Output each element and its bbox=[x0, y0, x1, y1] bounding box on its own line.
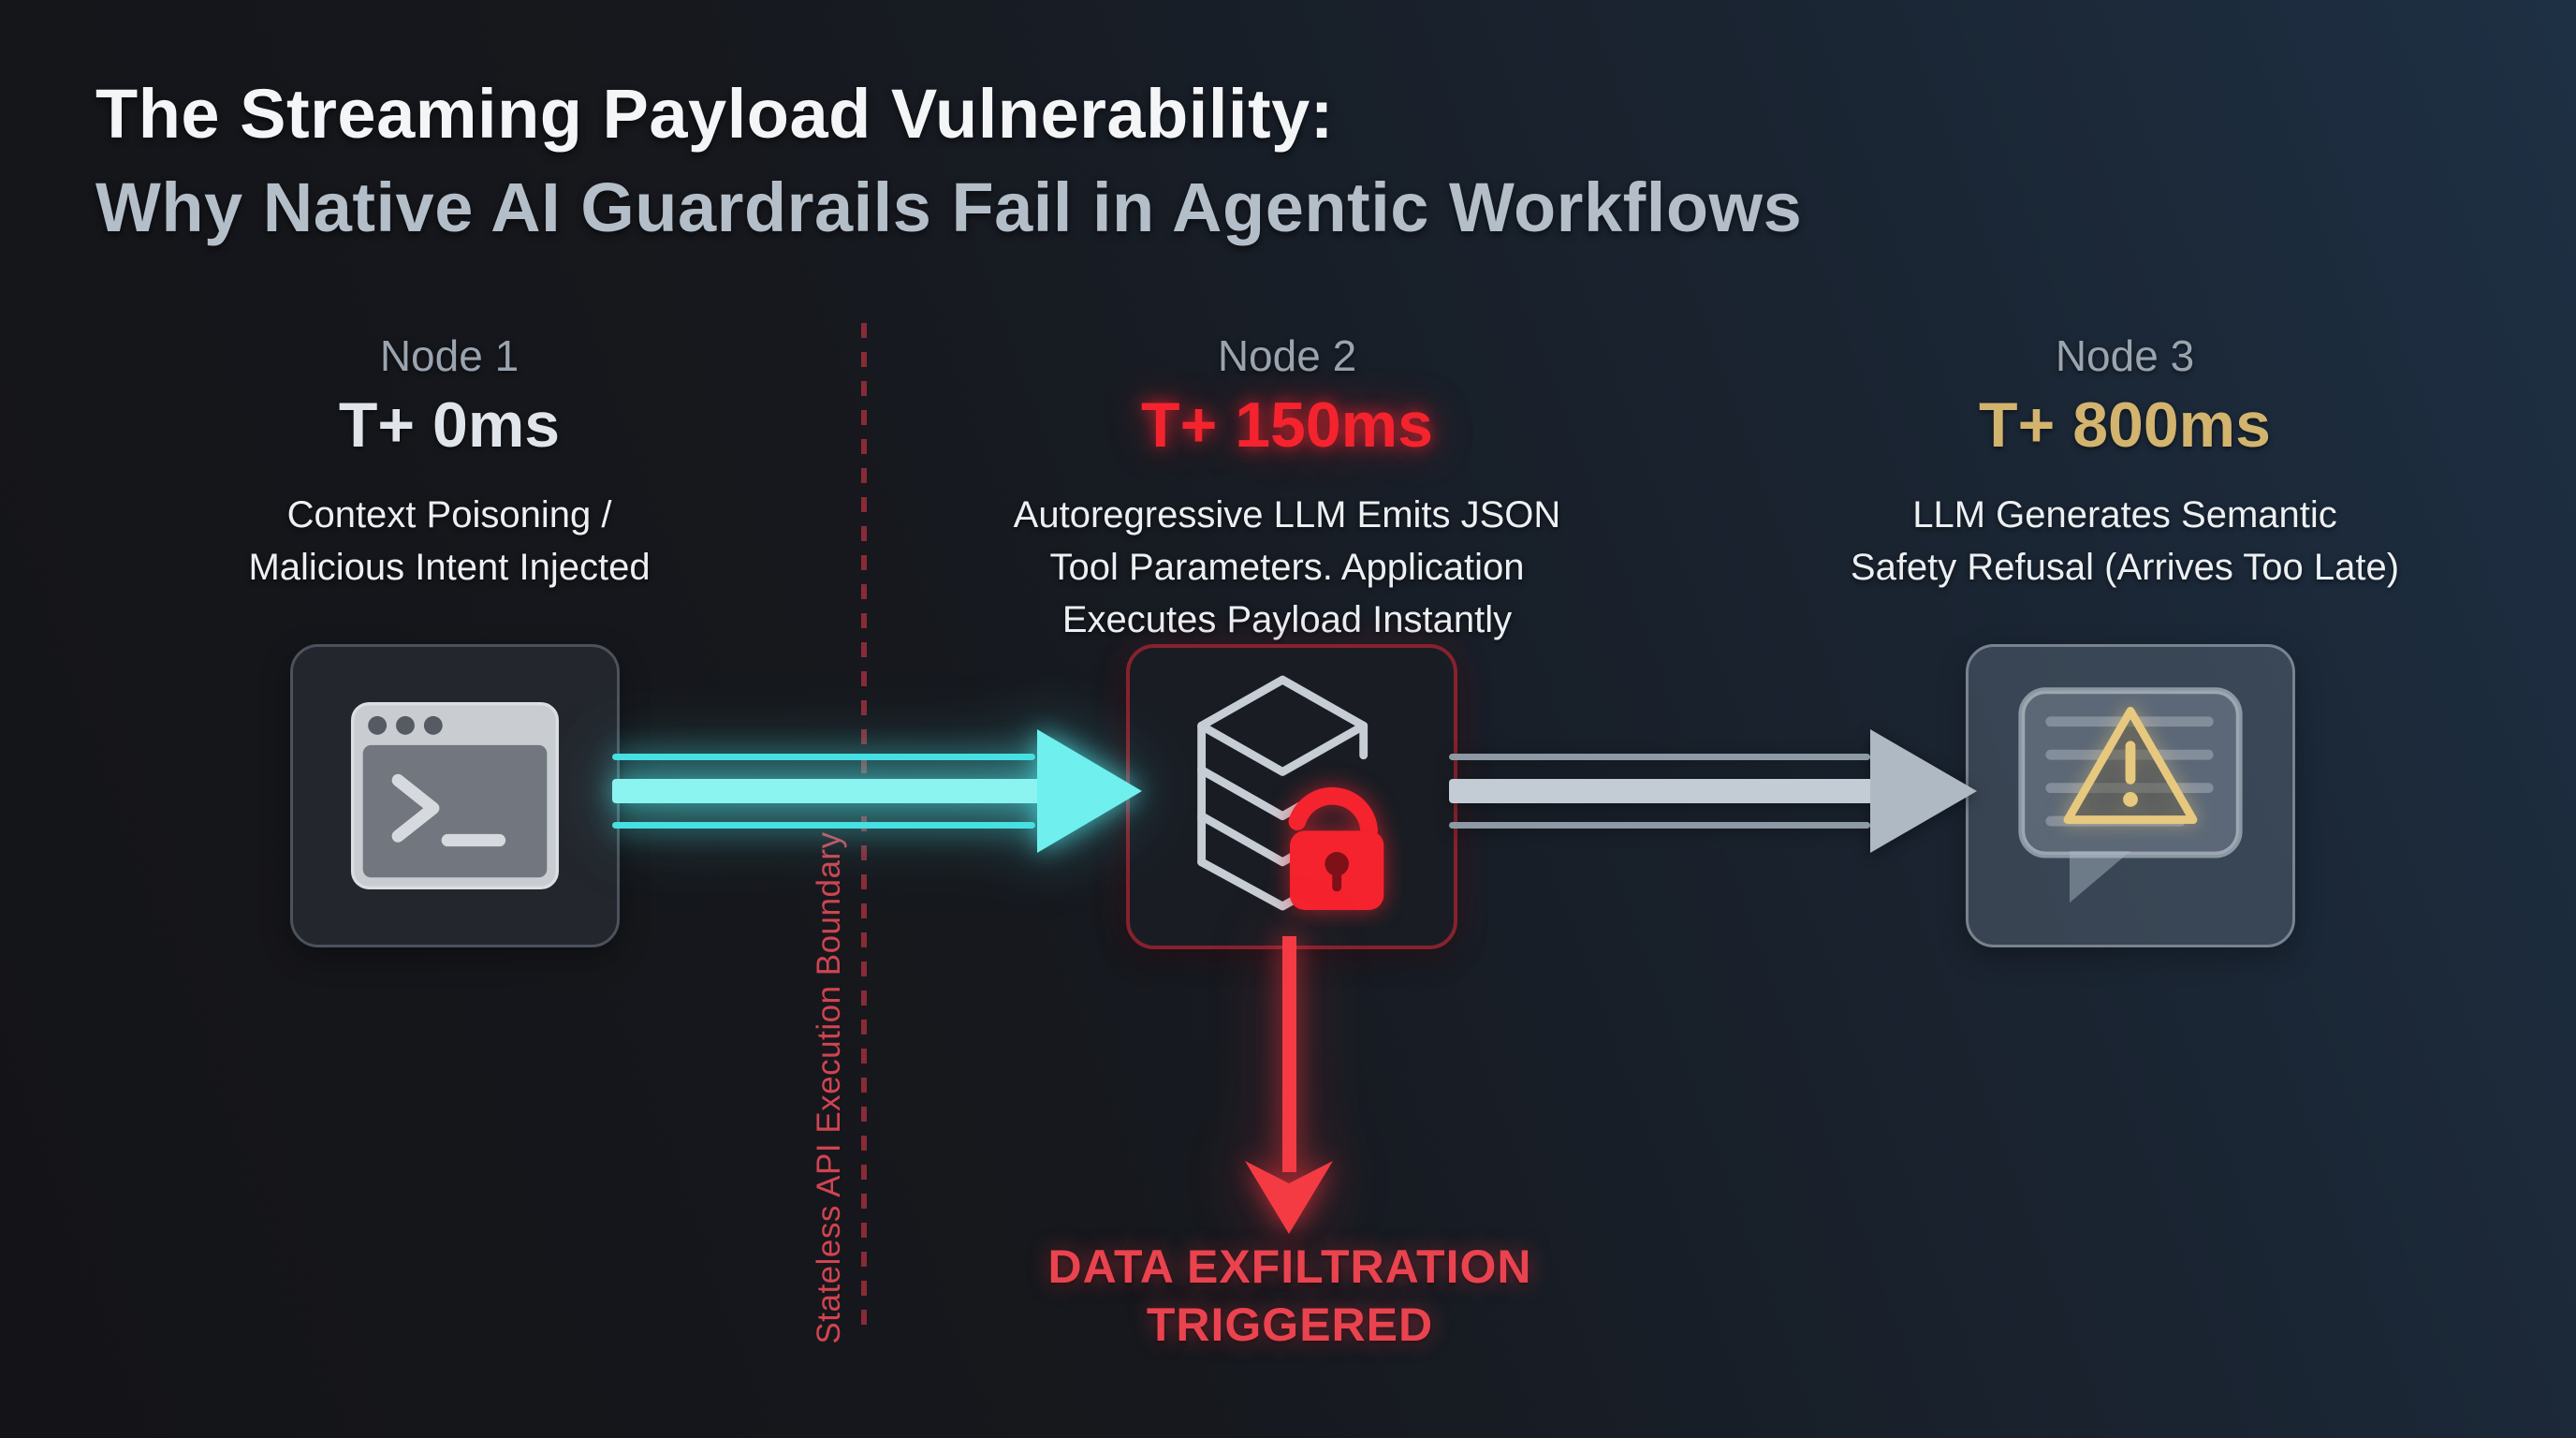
cyan-flow-arrow bbox=[612, 729, 1142, 853]
data-stack-unlocked-icon bbox=[1197, 675, 1384, 911]
title-line1: The Streaming Payload Vulnerability: bbox=[95, 75, 1334, 153]
node3-desc-line1: LLM Generates Semantic bbox=[1912, 494, 2337, 536]
node2-desc-line3: Executes Payload Instantly bbox=[1061, 599, 1513, 640]
node2-desc-line1: Autoregressive LLM Emits JSON bbox=[1013, 494, 1561, 536]
page-title: The Streaming Payload Vulnerability: Why… bbox=[95, 67, 1802, 255]
node2-timestamp: T+ 150ms bbox=[1141, 389, 1433, 461]
data-exfiltration-alert: DATA EXFILTRATION TRIGGERED bbox=[981, 1238, 1599, 1354]
node1-desc-line2: Malicious Intent Injected bbox=[248, 547, 651, 588]
stateless-boundary-label: Stateless API Execution Boundary bbox=[811, 831, 847, 1344]
red-exfiltration-arrow bbox=[1245, 936, 1333, 1234]
node3-timestamp: T+ 800ms bbox=[1979, 389, 2271, 461]
node1-description: Context Poisoning / Malicious Intent Inj… bbox=[112, 489, 786, 594]
node2-label: Node 2 bbox=[1217, 331, 1357, 380]
node2-card bbox=[1126, 644, 1457, 949]
node3-label: Node 3 bbox=[2055, 331, 2195, 380]
node2-column: Node 2 T+ 150ms Autoregressive LLM Emits… bbox=[950, 330, 1624, 646]
warning-triangle-icon bbox=[2063, 706, 2198, 825]
terminal-window-icon bbox=[350, 702, 560, 889]
alert-line1: DATA EXFILTRATION bbox=[1047, 1240, 1532, 1293]
node1-card bbox=[290, 644, 620, 947]
open-padlock-icon bbox=[1288, 787, 1384, 910]
node2-description: Autoregressive LLM Emits JSON Tool Param… bbox=[950, 489, 1624, 646]
node1-timestamp: T+ 0ms bbox=[338, 389, 561, 461]
node2-desc-line2: Tool Parameters. Application bbox=[1049, 547, 1525, 588]
node1-label: Node 1 bbox=[379, 331, 520, 380]
node1-column: Node 1 T+ 0ms Context Poisoning / Malici… bbox=[112, 330, 786, 594]
chat-warning-icon bbox=[2018, 687, 2243, 903]
node3-card bbox=[1966, 644, 2295, 947]
node3-description: LLM Generates Semantic Safety Refusal (A… bbox=[1788, 489, 2462, 594]
node3-column: Node 3 T+ 800ms LLM Generates Semantic S… bbox=[1788, 330, 2462, 594]
node1-desc-line1: Context Poisoning / bbox=[286, 494, 612, 536]
gray-flow-arrow bbox=[1449, 729, 1977, 853]
node3-desc-line2: Safety Refusal (Arrives Too Late) bbox=[1850, 547, 2400, 588]
alert-line2: TRIGGERED bbox=[1146, 1299, 1434, 1351]
title-line2: Why Native AI Guardrails Fail in Agentic… bbox=[95, 169, 1803, 246]
